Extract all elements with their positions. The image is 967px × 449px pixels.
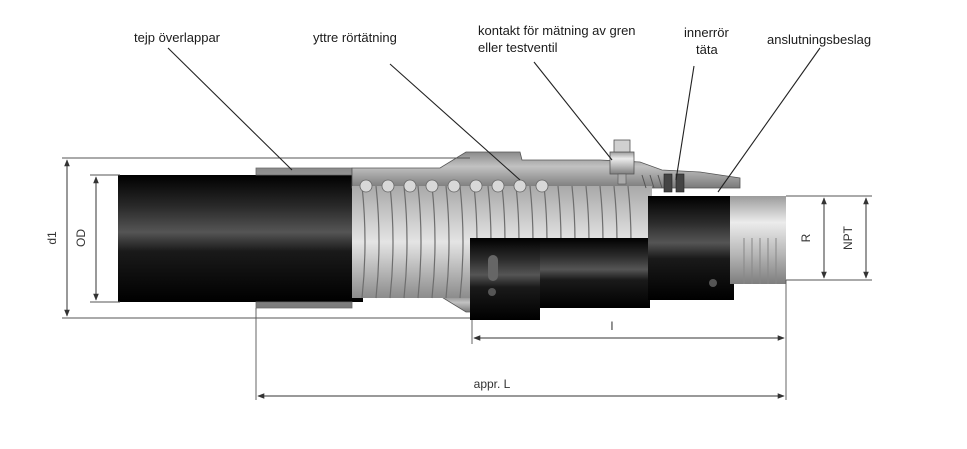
d1-label: d1	[45, 231, 59, 245]
housing-threads	[641, 174, 663, 189]
contact-label-line2: eller testventil	[478, 40, 558, 55]
fitting-label: anslutningsbeslag	[767, 32, 871, 47]
od-label: OD	[74, 229, 88, 247]
coupling-body	[540, 238, 650, 308]
inner-end-section	[648, 196, 734, 300]
steel-fitting	[730, 196, 786, 284]
bolt-hole	[488, 288, 496, 296]
appr-l-label: appr. L	[474, 377, 511, 391]
tape-overlap-label: tejp överlappar	[134, 30, 221, 45]
thread-lines	[743, 238, 777, 284]
inner-seal-label-line1: innerrör	[684, 25, 729, 40]
inner-seal-label-line2: täta	[696, 42, 718, 57]
corrugation-beads	[359, 179, 549, 193]
outer-pipe	[118, 175, 363, 302]
slot	[488, 255, 498, 281]
callout-leaders	[167, 47, 821, 193]
end-hole	[709, 279, 717, 287]
r-label: R	[799, 233, 813, 242]
outer-seal-label: yttre rörtätning	[313, 30, 397, 45]
pipe-drawing	[118, 139, 786, 320]
inner-seal-rings	[663, 173, 685, 193]
npt-label: NPT	[841, 225, 855, 250]
dimension-lines	[62, 157, 872, 400]
test-valve	[609, 139, 635, 185]
coupling-nut	[470, 238, 540, 320]
l-label: l	[611, 319, 614, 333]
contact-label-line1: kontakt för mätning av gren	[478, 23, 636, 38]
